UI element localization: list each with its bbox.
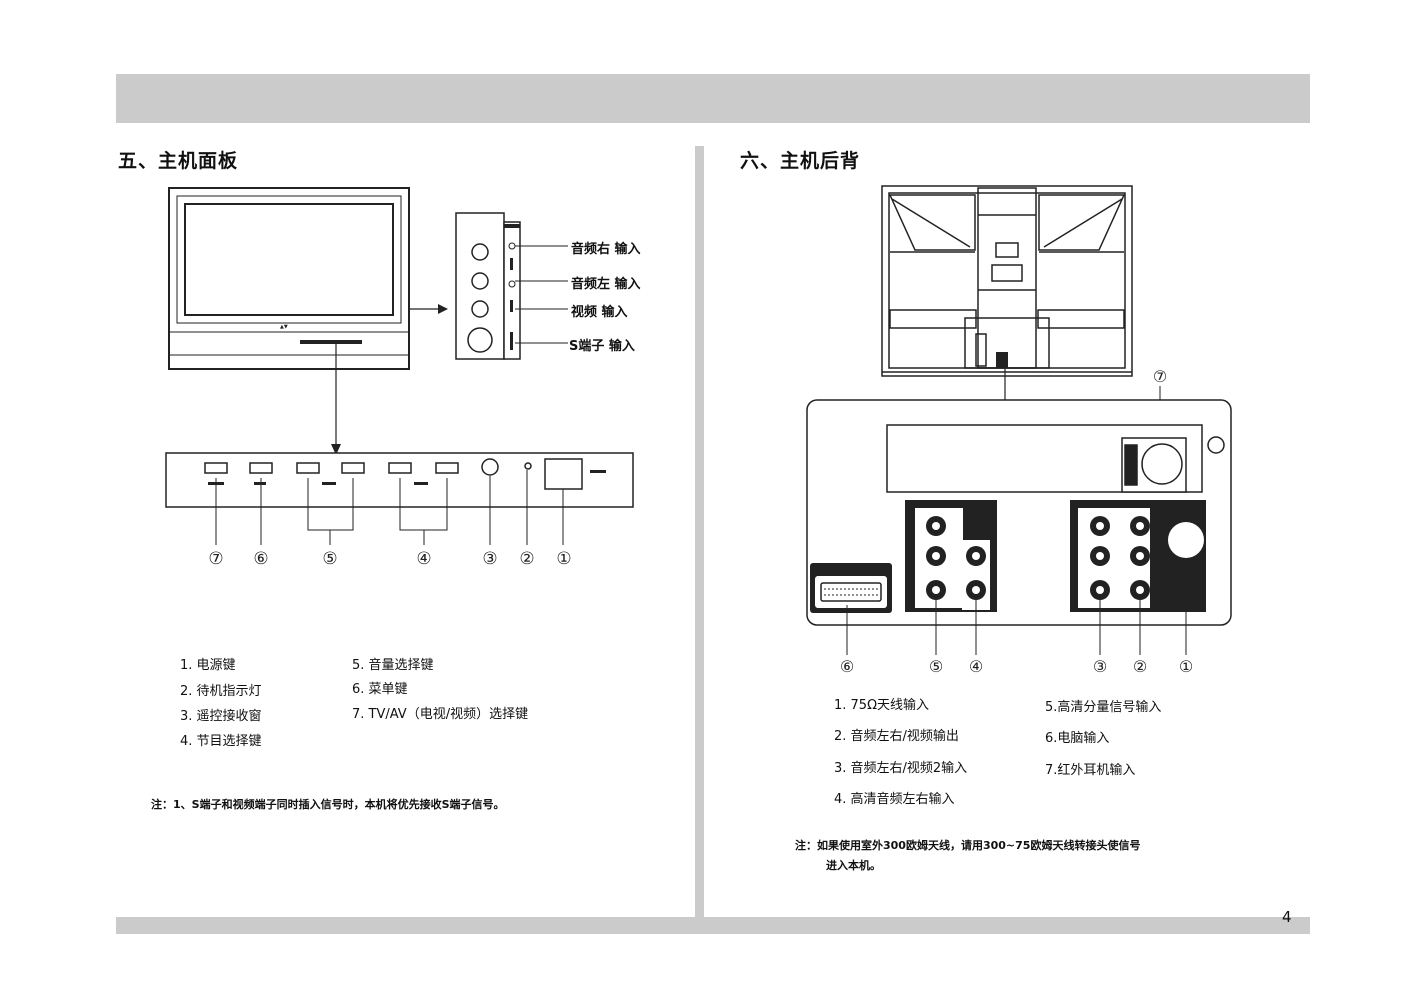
front-panel-diagram: ▲▼ — [165, 187, 634, 569]
rear-legend-5: 5.高清分量信号输入 — [1045, 700, 1162, 715]
front-legend-4: 4. 节目选择键 — [180, 734, 262, 749]
tv-rear-illustration — [881, 185, 1133, 377]
side-label-video: 视频 输入 — [571, 305, 628, 320]
side-label-audio-left: 音频左 输入 — [571, 277, 641, 292]
rear-legend-6: 6.电脑输入 — [1045, 731, 1110, 746]
rear-legend-1: 1. 75Ω天线输入 — [834, 698, 930, 713]
rear-legend-2: 2. 音频左右/视频输出 — [834, 729, 959, 744]
callout-5: ⑤ — [322, 549, 337, 569]
rear-callout-6: ⑥ — [840, 657, 854, 676]
callout-7: ⑦ — [208, 549, 223, 569]
top-header-bar — [116, 74, 1310, 123]
rear-callout-4: ④ — [969, 657, 983, 676]
rear-callout-3: ③ — [1093, 657, 1107, 676]
svg-text:▲▼: ▲▼ — [280, 324, 288, 330]
rear-callout-5: ⑤ — [929, 657, 943, 676]
page-number: 4 — [1282, 908, 1292, 926]
av-io-block — [1070, 500, 1206, 612]
callout-3: ③ — [482, 549, 497, 569]
rear-note-line2: 进入本机。 — [826, 859, 881, 872]
rear-panel-heading: 六、主机后背 — [740, 150, 861, 172]
rear-callout-1: ① — [1179, 657, 1193, 676]
front-legend-5: 5. 音量选择键 — [352, 658, 434, 673]
callout-1: ① — [556, 549, 571, 569]
front-note: 注：1、S端子和视频端子同时插入信号时，本机将优先接收S端子信号。 — [151, 798, 505, 811]
rear-callout-7: ⑦ — [1153, 367, 1167, 386]
column-divider — [695, 146, 704, 917]
side-label-audio-right: 音频右 输入 — [571, 242, 641, 257]
tv-front-illustration: ▲▼ — [168, 187, 410, 370]
callout-6: ⑥ — [253, 549, 268, 569]
rear-legend-7: 7.红外耳机输入 — [1045, 763, 1136, 778]
rear-panel-diagram: ⑦ — [806, 185, 1232, 676]
front-legend-6: 6. 菜单键 — [352, 682, 408, 697]
side-av-panel — [455, 212, 568, 360]
component-input-block — [905, 500, 997, 612]
front-control-strip — [165, 452, 634, 545]
bottom-footer-bar — [116, 917, 1310, 934]
callout-4: ④ — [416, 549, 431, 569]
front-panel-heading: 五、主机面板 — [118, 150, 239, 172]
callout-2: ② — [519, 549, 534, 569]
pc-input-connector — [810, 563, 892, 613]
side-label-s-video: S端子 输入 — [569, 339, 635, 354]
rear-legend-3: 3. 音频左右/视频2输入 — [834, 761, 968, 776]
front-legend-7: 7. TV/AV（电视/视频）选择键 — [352, 707, 529, 722]
front-legend-3: 3. 遥控接收窗 — [180, 709, 262, 724]
front-legend-2: 2. 待机指示灯 — [180, 684, 262, 699]
rear-legend-4: 4. 高清音频左右输入 — [834, 792, 955, 807]
rear-note-line1: 注：如果使用室外300欧姆天线，请用300~75欧姆天线转接头使信号 — [795, 839, 1141, 852]
rear-callout-2: ② — [1133, 657, 1147, 676]
front-legend-1: 1. 电源键 — [180, 658, 236, 673]
